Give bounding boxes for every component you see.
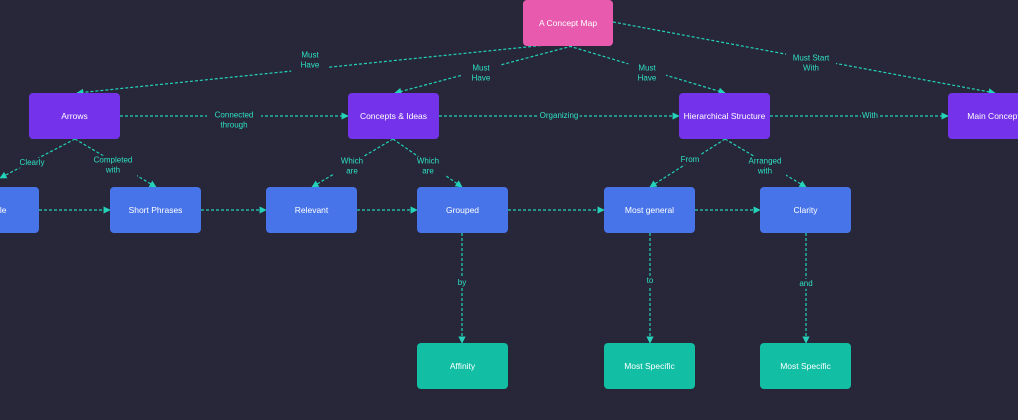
edge-label-hier-main: With (861, 110, 879, 122)
node-concepts-ideas[interactable]: Concepts & Ideas (348, 93, 439, 139)
node-most-general[interactable]: Most general (604, 187, 695, 233)
edge-label-concepts-grouped: Which are (410, 156, 446, 178)
node-affinity[interactable]: Affinity (417, 343, 508, 389)
edge-label-root-arrows: Must Have (291, 50, 329, 72)
edge-label-grouped-affinity: by (456, 277, 468, 289)
node-relevant[interactable]: Relevant (266, 187, 357, 233)
edge-label-concepts-hier: Organizing (538, 110, 580, 122)
edge-label-arrows-short: Completed with (89, 155, 137, 177)
edge-label-hier-general: From (679, 154, 701, 166)
node-hierarchical-structure[interactable]: Hierarchical Structure (679, 93, 770, 139)
edge-label-root-hier: Must Have (628, 63, 666, 85)
node-most-specific-2[interactable]: Most Specific (760, 343, 851, 389)
edge-label-root-main: Must Start With (786, 53, 836, 75)
edge-label-arrows-simple: Clearly (18, 157, 46, 169)
edge-label-clarity-specific: and (798, 278, 814, 290)
node-short-phrases[interactable]: Short Phrases (110, 187, 201, 233)
node-root[interactable]: A Concept Map (523, 0, 613, 46)
node-simple[interactable]: Simple (0, 187, 39, 233)
node-grouped[interactable]: Grouped (417, 187, 508, 233)
node-arrows[interactable]: Arrows (29, 93, 120, 139)
node-most-specific-1[interactable]: Most Specific (604, 343, 695, 389)
edge-label-root-concepts: Must Have (462, 63, 500, 85)
edge-label-general-specific: to (645, 275, 655, 287)
edge-label-concepts-relevant: Which are (334, 156, 370, 178)
edge-label-arrows-concepts: Connected through (207, 110, 261, 132)
node-main-concept[interactable]: Main Concept (948, 93, 1018, 139)
node-clarity[interactable]: Clarity (760, 187, 851, 233)
edge-label-hier-clarity: Arranged with (744, 156, 786, 178)
